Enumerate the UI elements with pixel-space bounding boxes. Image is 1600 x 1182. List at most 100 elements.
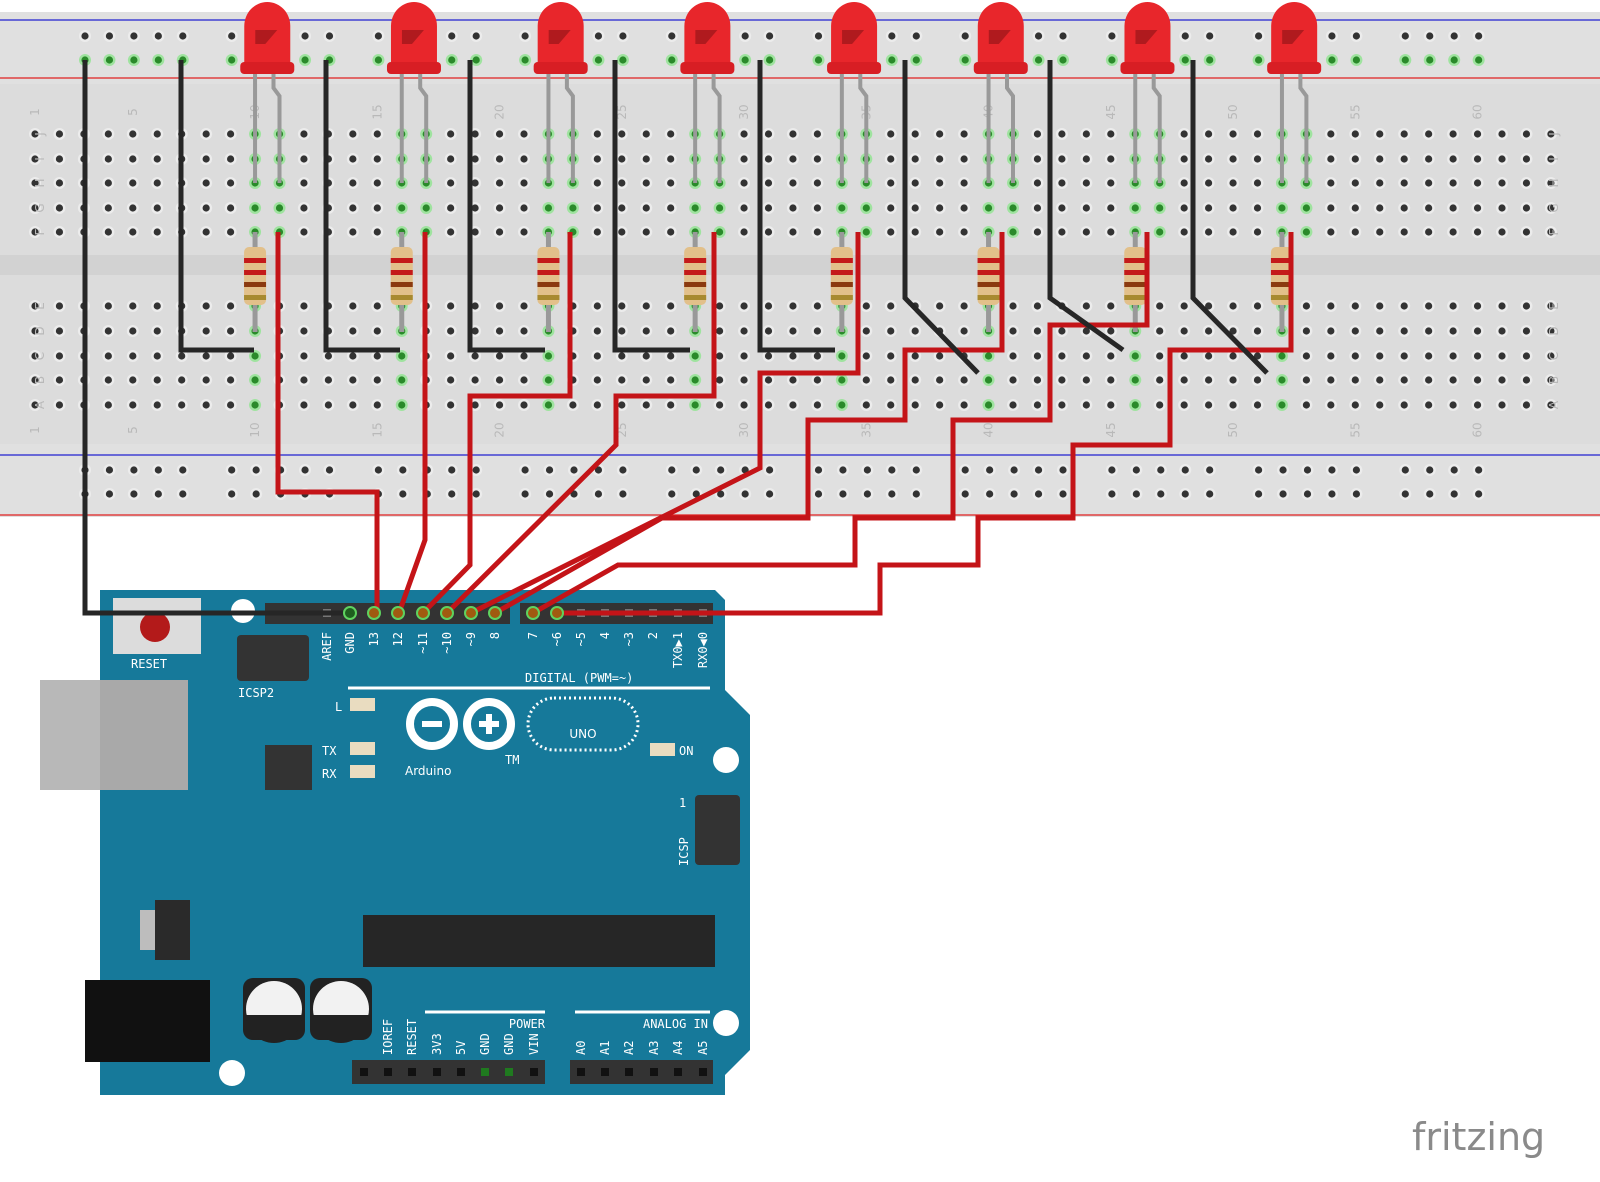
breadboard-hole-center [960,302,968,310]
rail-hole-center [154,32,162,40]
header-pin[interactable] [408,1068,416,1076]
rail-hole-center [1475,32,1483,40]
breadboard-hole-center [1082,376,1090,384]
rail-hole-center [1401,466,1409,474]
wire-ground-led3[interactable] [467,60,545,353]
breadboard-hole-center [1082,401,1090,409]
resistor-band [1124,295,1147,300]
column-number: 5 [126,426,140,434]
led[interactable] [827,2,882,183]
breadboard-hole-center [1156,352,1164,360]
breadboard-hole-center [1327,155,1335,163]
resistor-band [537,282,560,287]
resistor[interactable] [684,247,707,305]
rail-hole-center [1181,56,1189,64]
breadboard-hole-center [1009,302,1017,310]
resistor[interactable] [1270,247,1293,305]
header-pin[interactable] [625,1068,633,1076]
column-number: 45 [1104,422,1118,437]
rail-hole-center [888,56,896,64]
wire-ground-led4[interactable] [612,60,690,353]
breadboard-hole-center [984,376,993,384]
breadboard-hole-center [471,155,479,163]
breadboard-hole-center [716,352,724,360]
resistor[interactable] [830,247,853,305]
resistor[interactable] [1124,247,1147,305]
wire-pin6[interactable] [557,232,1294,616]
wire-pin11[interactable] [421,232,573,615]
led[interactable] [240,2,295,183]
breadboard-hole-center [55,376,64,384]
wire-ground-led5[interactable] [757,60,835,353]
led[interactable] [680,2,735,183]
breadboard-hole-center [667,130,675,138]
led[interactable] [386,2,441,183]
breadboard-hole-center [789,327,797,335]
breadboard-hole-center [1253,179,1262,187]
breadboard-hole-center [1033,302,1042,310]
breadboard-hole-center [104,179,112,187]
breadboard-hole-center [300,376,308,384]
reset-button[interactable] [140,612,170,642]
breadboard-hole-center [1058,327,1066,335]
header-pin[interactable] [360,1068,368,1076]
row-letter: E [33,302,47,310]
header-pin[interactable] [457,1068,465,1076]
breadboard-hole-center [104,376,112,384]
wire-pin8[interactable] [493,232,1005,616]
breadboard-hole-center [1400,352,1408,360]
header-pin[interactable] [530,1068,538,1076]
breadboard-hole-center [373,130,381,138]
resistor[interactable] [390,247,413,305]
column-number: 5 [126,108,140,116]
breadboard-hole-center [1400,327,1408,335]
breadboard-hole-center [1180,204,1188,212]
header-pin[interactable] [650,1068,658,1076]
wire-pin10[interactable] [445,232,717,615]
header-pin[interactable] [577,1068,585,1076]
led[interactable] [533,2,588,183]
resistor-band [977,295,1000,300]
wire-pin12[interactable] [396,232,428,614]
breadboard-hole-center [349,401,357,409]
breadboard-hole-center [300,352,308,360]
resistor[interactable] [244,247,267,305]
led[interactable] [1120,2,1175,183]
header-pin[interactable] [433,1068,441,1076]
rail-hole-center [228,56,236,64]
wire-ground-led7[interactable] [1047,60,1125,353]
wire-ground-led2[interactable] [323,60,400,353]
breadboard-hole-center [349,179,357,187]
breadboard-hole-center [227,204,235,212]
wire-pin13[interactable] [275,232,380,613]
breadboard-hole-center [1376,401,1384,409]
header-pin[interactable] [481,1068,489,1076]
breadboard-hole-center [1058,352,1066,360]
breadboard-hole-center [1498,327,1506,335]
wire-pin7[interactable] [531,232,1150,616]
wire-ground-led8[interactable] [1190,60,1269,375]
wire-ground-led6[interactable] [902,60,980,375]
wire-gnd[interactable] [82,60,350,616]
header-pin[interactable] [384,1068,392,1076]
led[interactable] [1267,2,1322,183]
breadboard-hole-center [373,376,381,384]
breadboard-hole-center [569,204,577,212]
rail-hole-center [154,490,162,498]
header-pin[interactable] [505,1068,513,1076]
led[interactable] [973,2,1028,183]
resistor[interactable] [537,247,560,305]
rail-hole-center [399,466,407,474]
wire-ground-led1[interactable] [178,60,254,353]
breadboard-hole-center [202,376,210,384]
header-pin[interactable] [674,1068,682,1076]
breadboard-hole-center [789,376,797,384]
rail-hole-center [1450,32,1458,40]
header-pin[interactable] [699,1068,707,1076]
breadboard-hole-center [1327,204,1335,212]
rail-hole-center [105,466,114,474]
breadboard-hole-center [764,352,773,360]
icsp2-label: ICSP2 [238,686,274,700]
header-pin[interactable] [601,1068,609,1076]
resistor[interactable] [977,247,1000,305]
